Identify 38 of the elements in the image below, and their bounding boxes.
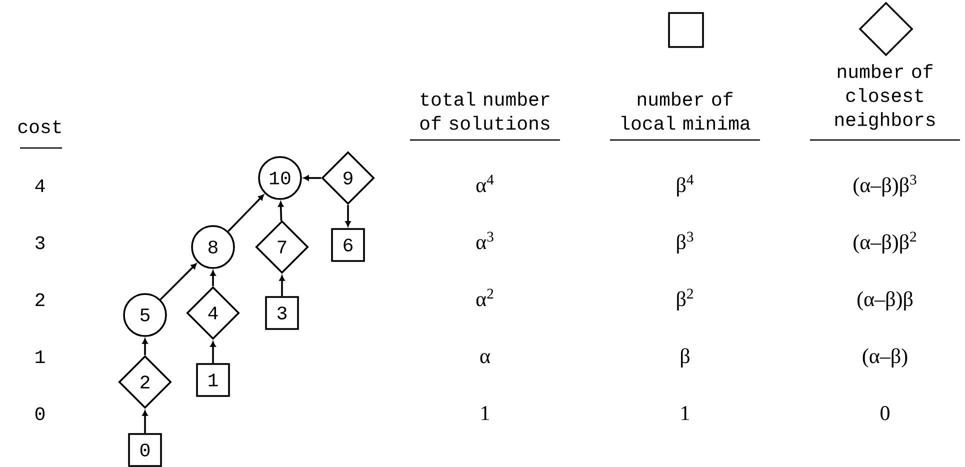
table-cell: α$^{3}$ (476, 232, 494, 250)
table-cell: (α–β) (862, 348, 908, 368)
table-cell: 3 (36, 236, 44, 250)
table-cell: 1 (36, 350, 45, 363)
arrow (142, 410, 148, 434)
table-cell: α (480, 353, 490, 364)
state-box: 1 (196, 363, 230, 397)
column-heading: number of closest neighbors (835, 64, 935, 130)
state-box: 3 (265, 296, 299, 330)
table-cell: 0 (35, 407, 45, 420)
column-heading: cost (18, 120, 61, 134)
state-box: 0 (128, 433, 162, 467)
table-cell: 2 (36, 293, 44, 306)
table-cell: α$^{4}$ (476, 174, 494, 192)
table-cell: 0 (880, 406, 890, 420)
arrow (160, 263, 197, 300)
table-cell: (α–β)β$^{3}$ (854, 174, 916, 196)
arrow (279, 275, 285, 296)
arrow (278, 201, 284, 221)
table-cell: β$^{3}$ (677, 232, 694, 254)
table-cell: α$^{2}$ (476, 288, 494, 306)
arrow (345, 204, 351, 227)
table-cell: β$^{2}$ (677, 288, 693, 310)
arrow (210, 341, 216, 364)
table-cell: (α–β)β$^{2}$ (854, 232, 916, 254)
column-heading: number of local minima (622, 92, 750, 130)
arrow (303, 175, 322, 181)
arrow (210, 270, 216, 286)
table-cell: 1 (682, 406, 689, 420)
table-cell: β$^{4}$ (677, 174, 694, 196)
table-cell: (α–β)β (858, 291, 913, 310)
arrow (142, 338, 148, 356)
column-heading: total number of solutions (420, 92, 550, 130)
state-box: 6 (331, 228, 365, 262)
arrow (228, 194, 264, 232)
table-cell: 4 (35, 180, 45, 192)
table-cell: β (681, 348, 690, 368)
table-cell: 1 (482, 406, 489, 420)
